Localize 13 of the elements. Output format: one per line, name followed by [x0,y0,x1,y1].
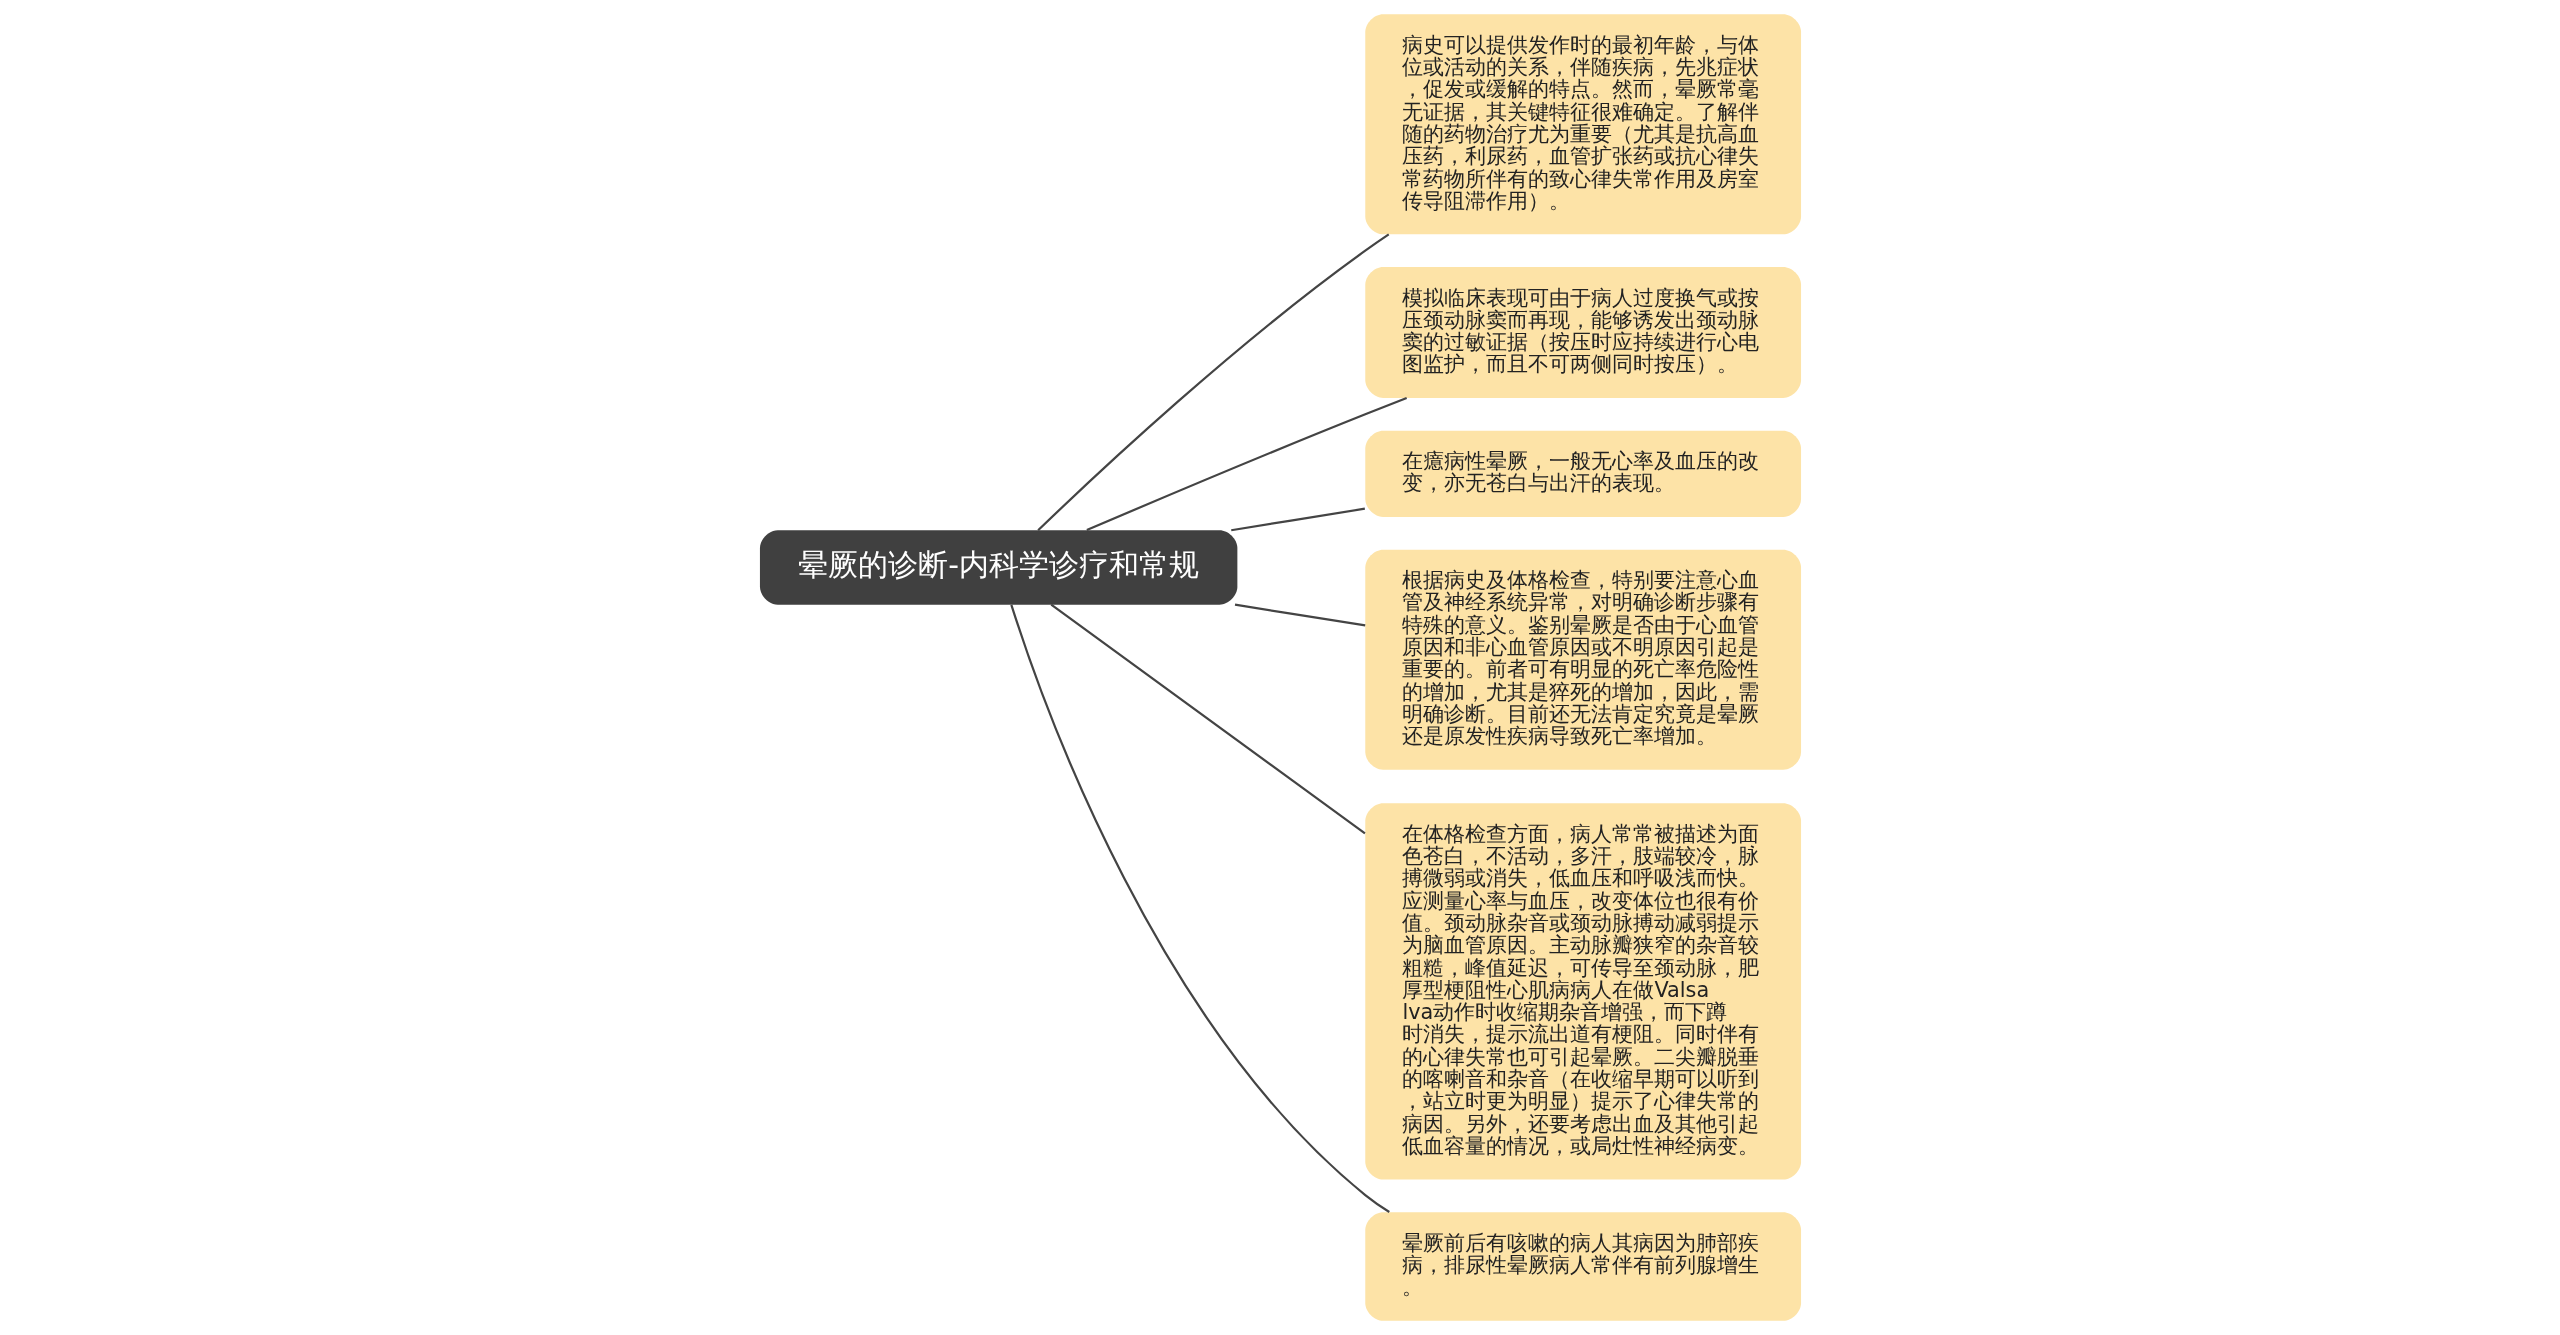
node-box: 在体格检查方面，病人常常被描述为面色苍白，不活动，多汗，肢端较冷，脉搏微弱或消失，低血压和呼吸浅而快。应测量心率与血压，改变体位也很有价值。颈动脉杂音或颈动脉搏动减弱提示为脑血管原因。主动脉瓣狭窄的杂音较粗糙，峰值延迟，可传导至颈动脉，肥厚型梗阻性心肌病病人在做Valsalva动作时收缩期杂音增强，而下蹲时消失，提示流出道有梗阻。同时伴有的心律失常也可引起晕厥。二尖瓣脱垂的喀喇音和杂音（在收缩早期可以听到，站立时更为明显）提示了心律失常的病因。另外，还要考虑出血及其他引起低血容量的情况，或局灶性神经病变。 [1364,803,1801,1180]
node-box: 在癔病性晕厥，一般无心率及血压的改变，亦无苍白与出汗的表现。 [1364,430,1801,517]
connector [1230,507,1365,532]
connector [1234,603,1365,627]
connector [1050,603,1366,835]
node-box: 晕厥前后有咳嗽的病人其病因为肺部疾病，排尿性晕厥病人常伴有前列腺增生。 [1364,1212,1801,1321]
node-box: 晕厥的诊断-内科学诊疗和常规 [759,530,1237,605]
node-box: 根据病史及体格检查，特别要注意心血管及神经系统异常，对明确诊断步骤有特殊的意义。鉴别晕厥是否由于心血管原因和非心血管原因或不明原因引起是重要的。前者可有明显的死亡率危险性的增加，尤其是猝死的增加，因此，需明确诊断。目前还无法肯定究竟是晕厥还是原发性疾病导致死亡率增加。 [1364,549,1801,770]
connector [1085,397,1407,532]
connector [1036,233,1389,532]
connector [1009,604,1390,1213]
node-box: 病史可以提供发作时的最初年龄，与体位或活动的关系，伴随疾病，先兆症状，促发或缓解的特点。然而，晕厥常毫无证据，其关键特征很难确定。了解伴随的药物治疗尤为重要（尤其是抗高血压药，利尿药，血管扩张药或抗心律失常药物所伴有的致心律失常作用及房室传导阻滞作用）。 [1364,14,1801,235]
node-box: 模拟临床表现可由于病人过度换气或按压颈动脉窦而再现，能够诱发出颈动脉窦的过敏证据（按压时应持续进行心电图监护，而且不可两侧同时按压）。 [1364,267,1801,398]
